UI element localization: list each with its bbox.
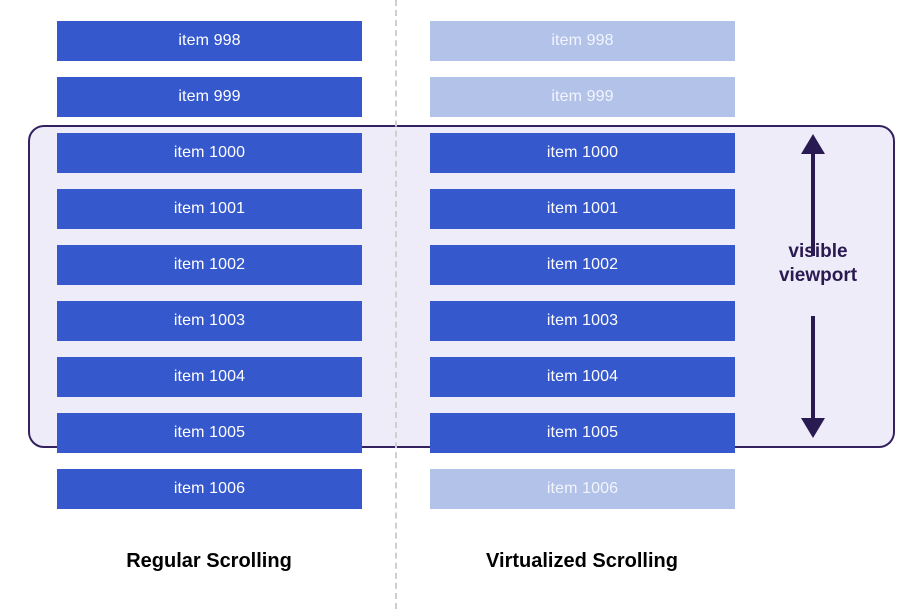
visible-viewport-label-line1: visible [788, 241, 848, 262]
list-item: item 1005 [57, 413, 362, 453]
double-headed-vertical-arrow-icon [801, 134, 825, 438]
visible-viewport-label: visible viewport [758, 240, 878, 288]
list-item: item 1001 [57, 189, 362, 229]
list-item: item 1002 [430, 245, 735, 285]
list-item: item 1005 [430, 413, 735, 453]
column-divider [395, 0, 397, 609]
list-item: item 1004 [430, 357, 735, 397]
list-item: item 1006 [57, 469, 362, 509]
list-item: item 1003 [57, 301, 362, 341]
list-item: item 1004 [57, 357, 362, 397]
visible-viewport-label-line2: viewport [778, 265, 858, 286]
list-item: item 1003 [430, 301, 735, 341]
list-item: item 1000 [57, 133, 362, 173]
list-item: item 1002 [57, 245, 362, 285]
list-item: item 999 [430, 77, 735, 117]
visible-viewport-annotation: visible viewport [758, 130, 878, 442]
list-item: item 998 [57, 21, 362, 61]
caption-virtualized-scrolling: Virtualized Scrolling [486, 550, 678, 572]
caption-regular-scrolling: Regular Scrolling [126, 550, 292, 572]
list-item: item 999 [57, 77, 362, 117]
list-item: item 1006 [430, 469, 735, 509]
list-item: item 1000 [430, 133, 735, 173]
list-item: item 1001 [430, 189, 735, 229]
list-item: item 998 [430, 21, 735, 61]
